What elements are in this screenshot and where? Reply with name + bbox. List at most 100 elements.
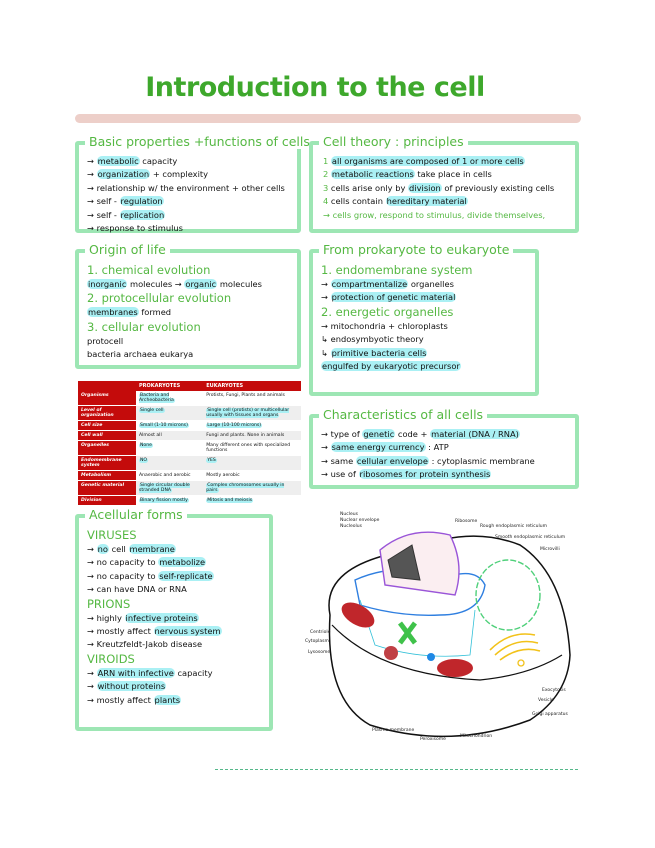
note-text: → type of <box>321 429 363 439</box>
note-line: membranes formed <box>87 306 293 319</box>
diagram-label-plasma-membrane: Plasma membrane <box>372 727 414 733</box>
note-text: → relationship w/ the environment + othe… <box>87 182 285 193</box>
highlighted-text: metabolic reactions <box>330 169 415 180</box>
note-text: 1. chemical evolution <box>87 263 211 277</box>
note-text: → <box>321 279 331 289</box>
row-header: Organisms <box>78 391 136 406</box>
lysosome <box>384 646 398 660</box>
note-text: of previously existing cells <box>441 182 555 193</box>
note-text: VIROIDS <box>87 651 135 666</box>
note-line: bacteria archaea eukarya <box>87 348 293 361</box>
note-text: → can have DNA or RNA <box>87 584 187 595</box>
cell-text: Organisms <box>81 393 109 398</box>
note-line: → relationship w/ the environment + othe… <box>87 182 293 195</box>
section-heading: Acellular forms <box>85 507 187 522</box>
note-line: → response to stimulus <box>87 222 293 235</box>
highlighted-text: without proteins <box>96 681 167 692</box>
cell-text: YES <box>206 458 217 463</box>
cell-text: Single circular double stranded DNA <box>139 483 190 493</box>
note-text: organelles <box>408 279 454 289</box>
highlighted-text: self-replicate <box>158 570 214 581</box>
note-text: : ATP <box>425 442 449 453</box>
note-text: → cells grow, respond to stimulus, divid… <box>323 209 546 220</box>
title-underline <box>75 114 581 123</box>
highlighted-text: ribosomes for protein synthesis <box>358 469 492 480</box>
section-heading: Origin of life <box>85 242 170 257</box>
cell-text: Single cell <box>139 408 165 413</box>
mitochondrion <box>341 602 375 628</box>
table-cell: YES <box>203 455 301 471</box>
note-text: → mitochondria + chloroplasts <box>321 320 448 331</box>
section-heading: Characteristics of all cells <box>319 407 488 422</box>
note-line: VIRUSES <box>87 528 265 543</box>
note-line: inorganic molecules → organic molecules <box>87 278 293 291</box>
note-line: → type of genetic code + material (DNA /… <box>321 428 571 441</box>
cell-text: Mostly aerobic <box>206 473 240 478</box>
note-text: take place in cells <box>414 169 492 180</box>
row-header: Metabolism <box>78 470 136 481</box>
note-text: → <box>87 169 97 180</box>
note-text: PRIONS <box>87 596 131 611</box>
highlighted-text: regulation <box>119 196 164 207</box>
note-text: 2. protocellular evolution <box>87 291 232 306</box>
table-cell: Protists, Fungi, Plants and animals <box>203 391 301 406</box>
highlighted-text: replication <box>119 209 166 220</box>
note-text: cell <box>108 544 129 554</box>
section-characteristics: Characteristics of all cells → type of g… <box>309 407 579 489</box>
highlighted-text: compartmentalize <box>330 279 409 289</box>
cell-text: Endomembrane system <box>81 458 122 468</box>
diagram-label-cytoplasm: Cytoplasm <box>305 638 329 644</box>
highlighted-text: infective proteins <box>124 612 199 623</box>
note-line: 3 cells arise only by division of previo… <box>323 182 571 195</box>
note-line: → highly infective proteins <box>87 612 265 625</box>
cell-text: NO <box>139 458 149 463</box>
row-header: Endomembrane system <box>78 455 136 471</box>
highlighted-text: organic <box>184 279 218 289</box>
diagram-label-exocytosis: Exocytosis <box>542 687 566 693</box>
table-row: Cell size Small (1-10 microns) Large (10-1… <box>78 420 301 431</box>
note-text: → self - <box>87 209 120 220</box>
cell-text: Cell wall <box>81 433 103 438</box>
diagram-label-centriole: Centriole <box>310 629 331 635</box>
section-acellular-forms: Acellular forms VIRUSES → no cell membra… <box>75 507 273 731</box>
cell-text: Many different ones with specialized fun… <box>206 443 291 453</box>
table-cell: Large (10-100 microns) <box>203 420 301 431</box>
cell-text: Binary fission mostly <box>139 498 189 503</box>
cell-cut-edge <box>331 624 563 681</box>
nucleolus <box>387 544 421 581</box>
note-text: → <box>87 544 97 554</box>
highlighted-text: material (DNA / RNA) <box>430 429 520 439</box>
note-text: → no capacity to <box>87 557 159 568</box>
centriole <box>398 621 417 645</box>
note-text: VIRUSES <box>87 528 137 542</box>
note-text: ↳ <box>321 347 331 358</box>
table-row: Endomembrane system NO YES <box>78 455 301 471</box>
row-header: Level of organization <box>78 405 136 421</box>
note-text: 2. energetic organelles <box>321 304 454 319</box>
note-text: → <box>87 156 97 166</box>
cell-text: Small (1-10 microns) <box>139 423 189 428</box>
section-basic-properties: Basic properties +functions of cells → m… <box>75 134 314 235</box>
cell-text: Cell size <box>81 423 103 428</box>
diagram-label-nucleus: Nucleus <box>340 511 359 517</box>
section-heading: Cell theory : principles <box>319 134 468 149</box>
note-text: → use of <box>321 469 359 480</box>
dashed-divider <box>215 769 578 770</box>
note-text: 3. cellular evolution <box>87 319 201 334</box>
row-header: Cell size <box>78 420 136 431</box>
table-header: EUKARYOTES <box>203 381 301 391</box>
note-line: → self - replication <box>87 209 293 222</box>
note-line: → without proteins <box>87 680 265 693</box>
table-cell: Complex chromosomes usually in pairs <box>203 480 301 496</box>
highlighted-text: same energy currency <box>330 442 426 453</box>
note-line: 1. chemical evolution <box>87 263 293 278</box>
note-text: formed <box>138 307 172 318</box>
note-text: 1. endomembrane system <box>321 263 473 277</box>
note-line: 3. cellular evolution <box>87 320 293 335</box>
note-text: → <box>87 667 97 678</box>
